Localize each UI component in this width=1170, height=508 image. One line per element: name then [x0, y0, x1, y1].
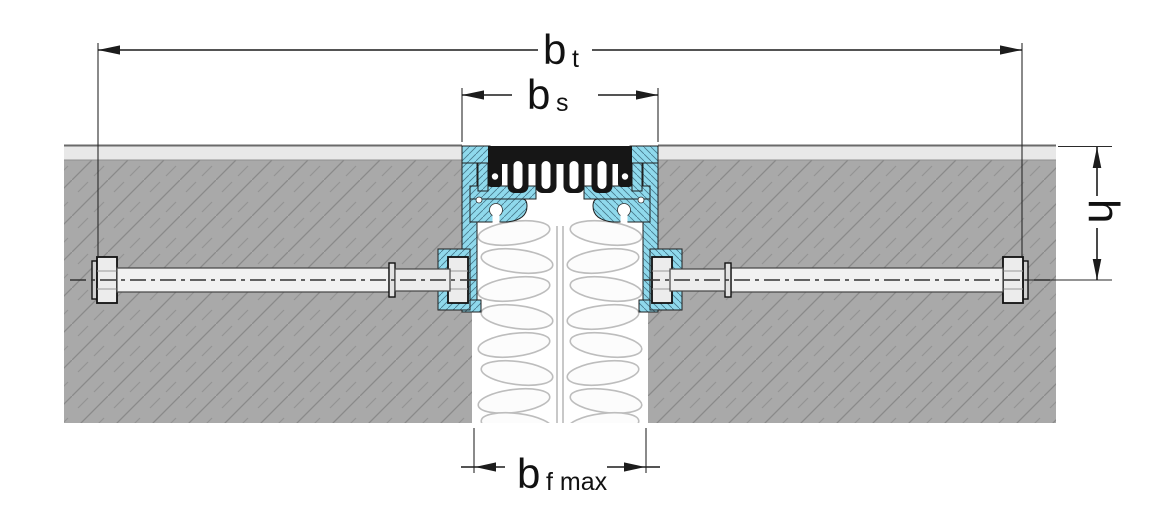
arrow-down-icon: [1092, 259, 1102, 280]
arrow-left-icon: [98, 45, 120, 55]
dimension-bf-max: b f max: [461, 450, 660, 497]
seal-hook-eye-left: [491, 173, 499, 180]
seal-slot: [569, 161, 579, 189]
profile-seal-lip: [477, 162, 489, 192]
dimension-bt: b t: [98, 26, 1022, 73]
screed-layer-left: [64, 146, 462, 160]
seal-slot: [541, 161, 551, 189]
dimension-label-bt-sub: t: [572, 45, 579, 73]
arrow-right-icon: [624, 462, 645, 472]
dimension-h: h: [1024, 145, 1128, 281]
dimension-label-bf-sub: f max: [546, 468, 608, 496]
dimension-label-bt: b: [543, 26, 566, 73]
flange-keyhole-stem: [492, 210, 500, 223]
profile-top-rail: [461, 145, 491, 164]
flange-round-cutout: [475, 196, 483, 204]
anchor-bolt: [70, 256, 476, 304]
arrow-up-icon: [1092, 147, 1102, 168]
arrow-left-icon: [475, 462, 496, 472]
dimension-label-bs-sub: s: [556, 89, 569, 117]
profile-and-anchor-left: [70, 43, 537, 473]
extension-lines: [97, 43, 475, 473]
seal-slot: [513, 161, 523, 189]
dimension-label-h: h: [1079, 199, 1128, 223]
arrow-left-icon: [462, 90, 484, 100]
screed-layer-right: [658, 146, 1056, 160]
arrow-right-icon: [636, 90, 658, 100]
seal-slot: [597, 161, 607, 189]
seal-hook-eye-right: [621, 173, 629, 180]
dimension-bs: b s: [462, 71, 658, 118]
foam-filler: [477, 219, 643, 423]
dimension-label-bf: b: [517, 450, 540, 497]
elastomer-seal: [488, 146, 632, 193]
arrow-right-icon: [1000, 45, 1022, 55]
dimension-label-bs: b: [527, 71, 550, 118]
